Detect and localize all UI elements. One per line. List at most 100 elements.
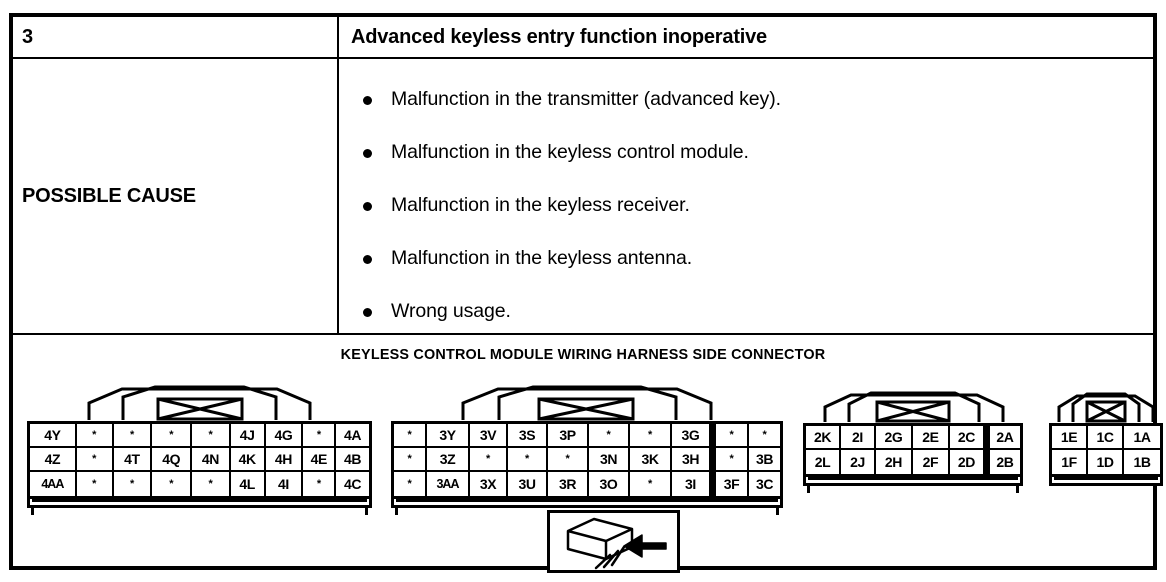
connector-shroud: [391, 385, 783, 421]
pin-cell: 1F: [1052, 450, 1088, 474]
pin-cell: 3G: [672, 424, 711, 448]
pin-cell-blank: *: [394, 472, 427, 496]
connector-feet: [391, 508, 783, 515]
pin-cell: 1E: [1052, 426, 1088, 450]
base-bar-fill: [396, 499, 778, 502]
pin-cell-blank: *: [192, 424, 231, 448]
connector-base-bar: [27, 499, 372, 508]
pin-cell-blank: *: [76, 448, 114, 472]
base-bar-fill: [32, 499, 367, 502]
pin-row: 1E 1C 1A: [1052, 426, 1160, 450]
pin-cell: 3F: [711, 472, 749, 496]
pin-cell-blank: *: [152, 424, 193, 448]
pin-cell: 2K: [806, 426, 841, 450]
pin-cell: 4B: [336, 448, 369, 472]
connector-shroud: [803, 391, 1023, 423]
pin-cell: 2F: [912, 450, 950, 474]
pin-cell: 4C: [336, 472, 369, 496]
pin-cell: 3S: [508, 424, 548, 448]
connector-feet: [27, 508, 372, 515]
pin-cell-blank: *: [303, 472, 337, 496]
connector-block-1: 1E 1C 1A 1F 1D 1B: [1049, 391, 1163, 486]
possible-cause-row: POSSIBLE CAUSE Malfunction in the transm…: [13, 59, 1153, 335]
pin-cell: 3P: [548, 424, 589, 448]
pin-row: * 3Y 3V 3S 3P * * 3G * *: [394, 424, 780, 448]
pin-row: 4Z * 4T 4Q 4N 4K 4H 4E 4B: [30, 448, 369, 472]
pin-cell-blank: *: [470, 448, 508, 472]
pin-grid: 4Y * * * * 4J 4G * 4A 4Z * 4T 4Q: [27, 421, 372, 499]
possible-cause-label-cell: POSSIBLE CAUSE: [13, 59, 339, 333]
pin-row: * 3AA 3X 3U 3R 3O * 3I 3F 3C: [394, 472, 780, 496]
symptom-title-text: Advanced keyless entry function inoperat…: [351, 25, 767, 48]
pin-cell: 1B: [1124, 450, 1160, 474]
connector-diagram-row: KEYLESS CONTROL MODULE WIRING HARNESS SI…: [13, 335, 1163, 573]
list-item: Malfunction in the transmitter (advanced…: [363, 73, 1153, 126]
pin-cell-blank: *: [508, 448, 548, 472]
pin-cell: 3N: [589, 448, 630, 472]
connector-view-direction-icon: [547, 510, 680, 573]
base-bar-fill: [808, 477, 1018, 480]
pin-cell-blank: *: [749, 424, 780, 448]
pin-cell: 4H: [265, 448, 304, 472]
pin-cell: 3X: [470, 472, 508, 496]
pin-cell: 4I: [265, 472, 304, 496]
pin-cell: 1C: [1088, 426, 1124, 450]
connector-diagram-title: KEYLESS CONTROL MODULE WIRING HARNESS SI…: [340, 346, 826, 363]
pin-cell: 2C: [949, 426, 985, 450]
bullet-icon: [363, 148, 372, 158]
bullet-icon: [363, 307, 372, 317]
pin-cell: 3B: [749, 448, 780, 472]
connector-base-bar: [391, 499, 783, 508]
pin-cell-blank: *: [711, 448, 749, 472]
pin-cell-blank: *: [76, 472, 114, 496]
shroud-outline-icon: [823, 391, 1005, 423]
pin-row: * 3Z * * * 3N 3K 3H * 3B: [394, 448, 780, 472]
pin-cell: 2J: [841, 450, 876, 474]
connector-feet: [803, 486, 1023, 493]
pin-cell-blank: *: [192, 472, 231, 496]
pin-grid: 2K 2I 2G 2E 2C 2A 2L 2J 2H 2F 2D 2B: [803, 423, 1023, 477]
pin-row: 2L 2J 2H 2F 2D 2B: [806, 450, 1020, 474]
pin-cell: 3Z: [427, 448, 470, 472]
row-number-cell: 3: [13, 17, 339, 57]
pin-cell: 4N: [192, 448, 231, 472]
pin-cell: 4G: [265, 424, 304, 448]
diagnostic-table: 3 Advanced keyless entry function inoper…: [9, 13, 1163, 573]
pin-cell: 2A: [984, 426, 1020, 450]
pin-cell: 4T: [113, 448, 153, 472]
pin-row: 4AA * * * * 4L 4I * 4C: [30, 472, 369, 496]
connector-3d-arrow-icon: [566, 517, 667, 570]
connector-base-bar: [1049, 477, 1163, 486]
pin-cell-blank: *: [113, 424, 153, 448]
pin-grid: * 3Y 3V 3S 3P * * 3G * * * 3Z *: [391, 421, 783, 499]
pin-grid: 1E 1C 1A 1F 1D 1B: [1049, 423, 1163, 477]
pin-cell: 4AA: [30, 472, 77, 496]
pin-cell: 3V: [470, 424, 508, 448]
connector-shroud: [1049, 391, 1163, 423]
pin-cell: 3AA: [427, 472, 470, 496]
pin-cell: 4Q: [152, 448, 193, 472]
pin-cell: 2E: [912, 426, 950, 450]
pin-cell: 1D: [1088, 450, 1124, 474]
pin-cell: 2I: [841, 426, 876, 450]
row-number-text: 3: [22, 25, 33, 48]
pin-cell: 4Z: [30, 448, 77, 472]
pin-cell: 2H: [876, 450, 913, 474]
list-item: Malfunction in the keyless control modul…: [363, 126, 1153, 179]
shroud-outline-icon: [1057, 392, 1155, 423]
list-item: Malfunction in the keyless antenna.: [363, 232, 1153, 285]
shroud-outline-icon: [461, 385, 713, 421]
pin-cell: 3I: [672, 472, 711, 496]
pin-cell-blank: *: [394, 424, 427, 448]
cause-text: Malfunction in the keyless control modul…: [391, 141, 749, 163]
pin-row: 1F 1D 1B: [1052, 450, 1160, 474]
pin-row: 2K 2I 2G 2E 2C 2A: [806, 426, 1020, 450]
bullet-icon: [363, 201, 372, 211]
possible-cause-label-text: POSSIBLE CAUSE: [22, 184, 196, 207]
cause-text: Malfunction in the keyless antenna.: [391, 247, 693, 269]
possible-cause-list: Malfunction in the transmitter (advanced…: [339, 59, 1153, 333]
pin-cell: 3O: [589, 472, 630, 496]
connector-base-bar: [803, 477, 1023, 486]
cause-text: Malfunction in the transmitter (advanced…: [391, 88, 781, 110]
